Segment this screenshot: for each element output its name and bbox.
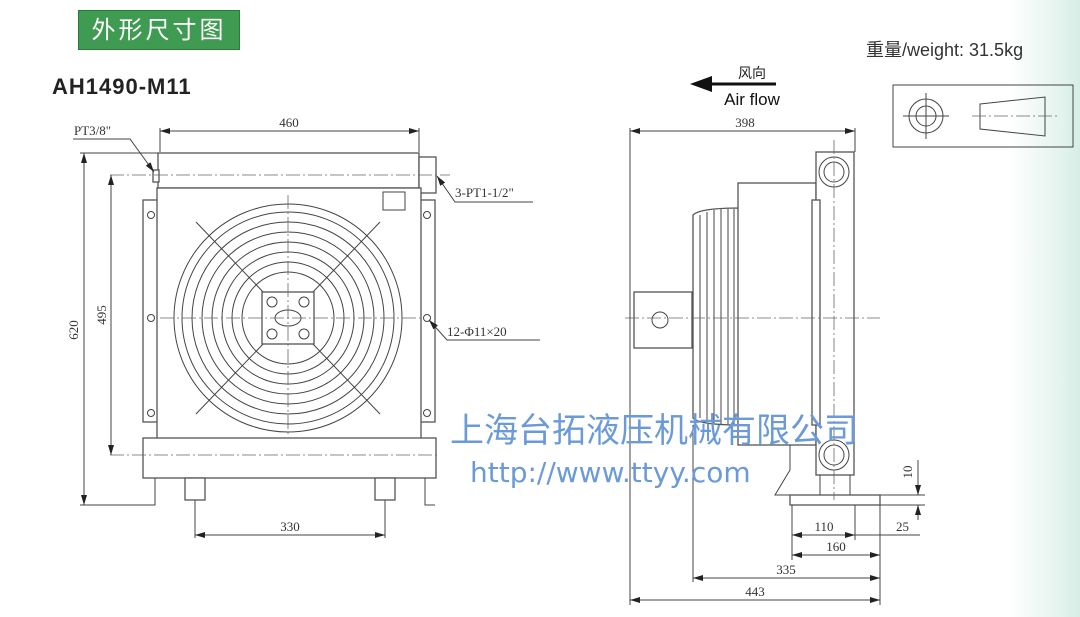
- nameplate: [382, 191, 406, 211]
- dim-398: 398: [735, 115, 755, 130]
- front-dimensions: 460 620 495 330 PT3/8" 3-PT1-1/2" 12-Φ11…: [66, 115, 540, 538]
- dim-460: 460: [279, 115, 299, 130]
- holes-label: 12-Φ11×20: [447, 324, 507, 339]
- dim-25: 25: [896, 519, 909, 534]
- mounting-holes: [147, 211, 431, 417]
- dim-495: 495: [94, 305, 109, 325]
- side-view: [625, 140, 881, 506]
- watermark: 上海台拓液压机械有限公司 http://www.ttyy.com: [450, 411, 858, 489]
- front-view: [110, 152, 450, 506]
- dim-110: 110: [814, 519, 833, 534]
- section-title: 外形尺寸图: [78, 10, 240, 50]
- port-small-label: PT3/8": [74, 123, 111, 138]
- fan-guard: [160, 195, 420, 435]
- side-dimensions: 398 110 160 335 443 25 10: [629, 115, 925, 605]
- watermark-url: http://www.ttyy.com: [470, 456, 751, 489]
- watermark-company: 上海台拓液压机械有限公司: [450, 411, 858, 451]
- airflow-cn: 风向: [738, 66, 766, 82]
- dim-330: 330: [280, 519, 300, 534]
- projection-symbol: [892, 84, 1074, 148]
- dim-443: 443: [745, 584, 765, 599]
- port-large-label: 3-PT1-1/2": [455, 185, 514, 200]
- airflow-en: Air flow: [724, 90, 780, 109]
- airflow-indicator: 风向 Air flow: [690, 66, 781, 109]
- weight-label: 重量/weight: 31.5kg: [866, 40, 1024, 60]
- model-name: AH1490-M11: [52, 74, 192, 99]
- dim-160: 160: [826, 539, 846, 554]
- dim-335: 335: [776, 562, 796, 577]
- dim-620: 620: [66, 320, 81, 340]
- dim-10: 10: [900, 466, 915, 479]
